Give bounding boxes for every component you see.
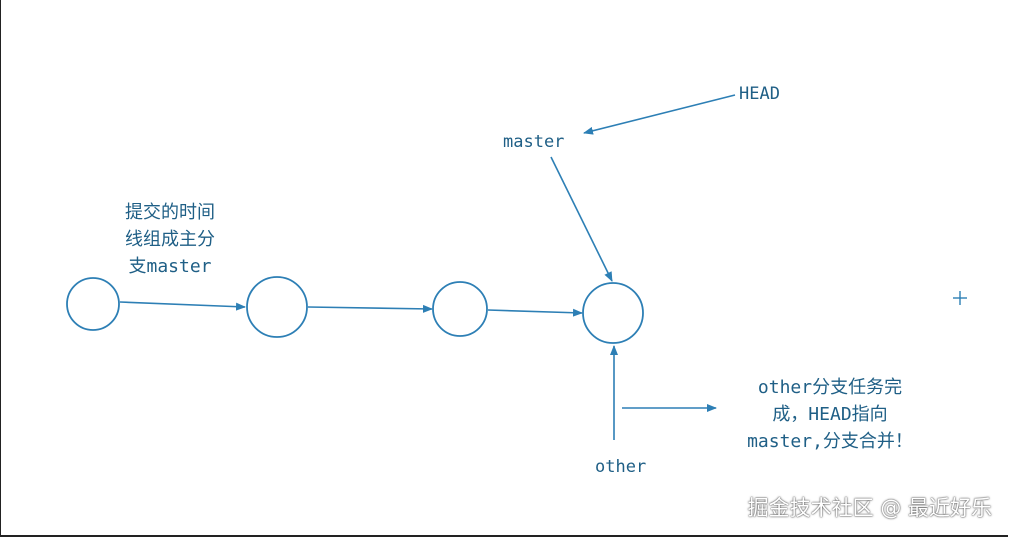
sparkle-mark xyxy=(953,291,967,305)
merge-note-line-1: other分支任务完 xyxy=(757,377,903,398)
timeline-note-line-1: 提交的时间 xyxy=(125,202,215,223)
head-label: HEAD xyxy=(739,84,780,104)
commit-node-2 xyxy=(246,276,308,338)
commit-node-4 xyxy=(582,282,644,344)
master-branch-label: master xyxy=(503,132,565,152)
commit-arrow-1 xyxy=(119,301,246,311)
head-pointer-arrow xyxy=(583,94,736,135)
commit-arrow-2 xyxy=(307,304,433,313)
master-pointer-arrow xyxy=(550,156,613,282)
merge-note-line-3: master,分支合并！ xyxy=(747,431,913,452)
watermark: 掘金技术社区 @ 最近好乐 xyxy=(747,496,992,520)
commit-node-3 xyxy=(432,281,488,337)
timeline-note-line-2: 线组成主分 xyxy=(125,229,215,250)
commit-arrow-3 xyxy=(487,308,583,317)
timeline-note-line-3: 支master xyxy=(128,256,212,277)
timeline-note: 提交的时间 线组成主分 支master xyxy=(108,199,232,280)
merge-note-line-2: 成，HEAD指向 xyxy=(772,404,888,425)
other-branch-label: other xyxy=(595,457,647,477)
merge-note: other分支任务完 成，HEAD指向 master,分支合并！ xyxy=(732,374,928,455)
commit-node-1 xyxy=(66,277,120,331)
